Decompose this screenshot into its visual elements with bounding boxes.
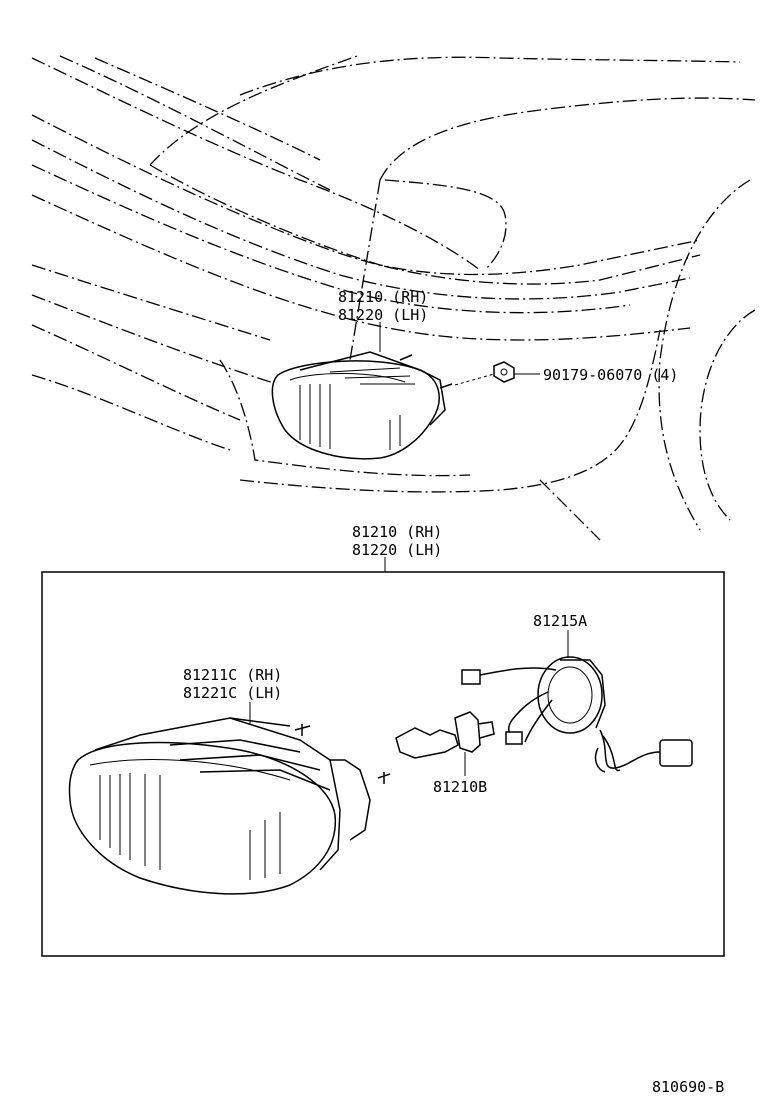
vehicle-bumper-outline (31, 54, 756, 541)
nut-part (454, 361, 540, 386)
installed-fog-lamp (271, 351, 453, 460)
nut-label: 90179-06070 (4) (543, 366, 678, 384)
socket-harness (461, 630, 693, 773)
box-lamp-lh-label: 81220 (LH) (352, 541, 442, 559)
upper-lamp-lh-label: 81220 (LH) (338, 306, 428, 324)
socket-label: 81215A (533, 612, 587, 630)
housing-rh-label: 81211C (RH) (183, 666, 282, 684)
housing-lh-label: 81221C (LH) (183, 684, 282, 702)
exploded-view-frame (41, 571, 725, 957)
bulb-label: 81210B (433, 778, 487, 796)
drawing-id-label: 810690-B (652, 1078, 724, 1096)
lamp-housing (68, 717, 391, 895)
bulb (395, 711, 495, 776)
upper-lamp-rh-label: 81210 (RH) (338, 288, 428, 306)
box-lamp-rh-label: 81210 (RH) (352, 523, 442, 541)
